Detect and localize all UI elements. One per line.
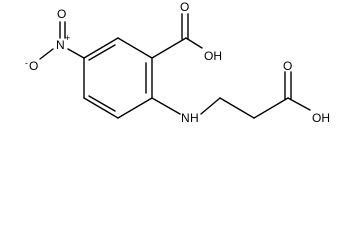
nitro-n-charge: +	[65, 33, 70, 43]
ring-bond	[117, 37, 153, 59]
nitro-o-top-label: O	[57, 7, 66, 21]
ch2-ch2-bond	[219, 97, 255, 119]
ring-double-bond	[88, 44, 116, 61]
amine-n-label: N	[181, 111, 190, 125]
nitro-o-minus-label: O	[29, 59, 38, 73]
acid1-ring-bond	[151, 37, 187, 59]
acid1-c-oh-bond	[185, 37, 203, 49]
amine-linker: N H	[151, 97, 289, 125]
amine-h-label: H	[190, 111, 199, 125]
acid2-c-oh-bond	[287, 97, 311, 111]
acid2-oh-label: OH	[312, 111, 330, 125]
ring-bond	[83, 97, 119, 119]
carboxyl-group-1: O OH	[151, 0, 222, 63]
acid1-oh-label: OH	[204, 49, 222, 63]
ring-double-bond	[88, 95, 116, 112]
chemical-structure: N + O O - O OH N H O OH	[25, 0, 330, 125]
ring-bond	[117, 97, 153, 119]
n-ch2-bond	[200, 97, 221, 115]
nitro-n-label: N	[56, 38, 65, 52]
acid2-o-label: O	[283, 59, 292, 73]
acid1-o-label: O	[180, 0, 189, 14]
ring-bond	[83, 37, 119, 59]
nitro-o-minus-charge: -	[25, 58, 28, 68]
nitro-group: N + O O -	[25, 7, 85, 73]
ch2-carboxyl-bond	[253, 97, 289, 119]
nitro-ring-bond	[67, 48, 85, 59]
carboxyl-group-2: O OH	[283, 59, 330, 125]
ring-n-bond	[151, 97, 181, 115]
nitro-n-o-single-bond	[39, 48, 54, 60]
benzene-ring	[83, 37, 153, 119]
